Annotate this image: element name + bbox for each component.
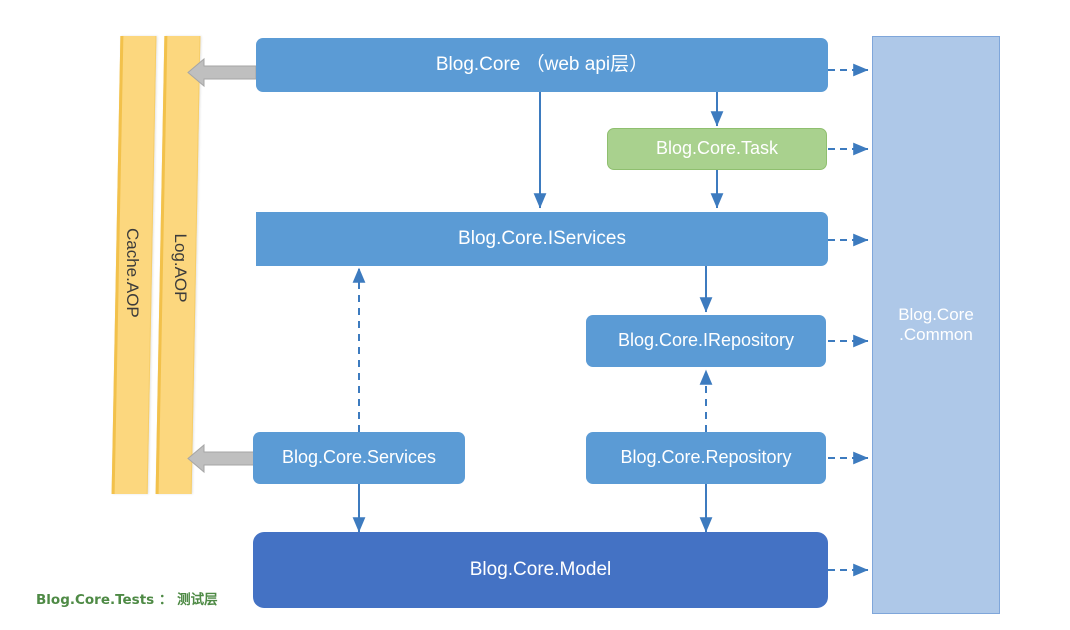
aop-label-cache: Cache.AOP: [123, 228, 142, 318]
node-services[interactable]: Blog.Core.Services: [253, 432, 465, 484]
gray-block-arrow-services: [187, 443, 257, 474]
common-label-line2: .Common: [899, 325, 973, 344]
legend: Blog.Core.Tests ： 测试层 Blog.Core.Frame： 模…: [36, 548, 221, 630]
node-repository[interactable]: Blog.Core.Repository: [586, 432, 826, 484]
node-web-api[interactable]: Blog.Core （web api层）: [256, 38, 828, 92]
node-irepository[interactable]: Blog.Core.IRepository: [586, 315, 826, 367]
aop-label-log: Log.AOP: [171, 233, 190, 303]
common-label-line1: Blog.Core: [898, 304, 974, 324]
node-common[interactable]: Blog.Core .Common: [872, 36, 1000, 614]
node-iservices[interactable]: Blog.Core.IServices: [256, 212, 828, 266]
node-task[interactable]: Blog.Core.Task: [607, 128, 827, 170]
legend-line-tests: Blog.Core.Tests ： 测试层: [36, 591, 218, 608]
node-model[interactable]: Blog.Core.Model: [253, 532, 828, 608]
